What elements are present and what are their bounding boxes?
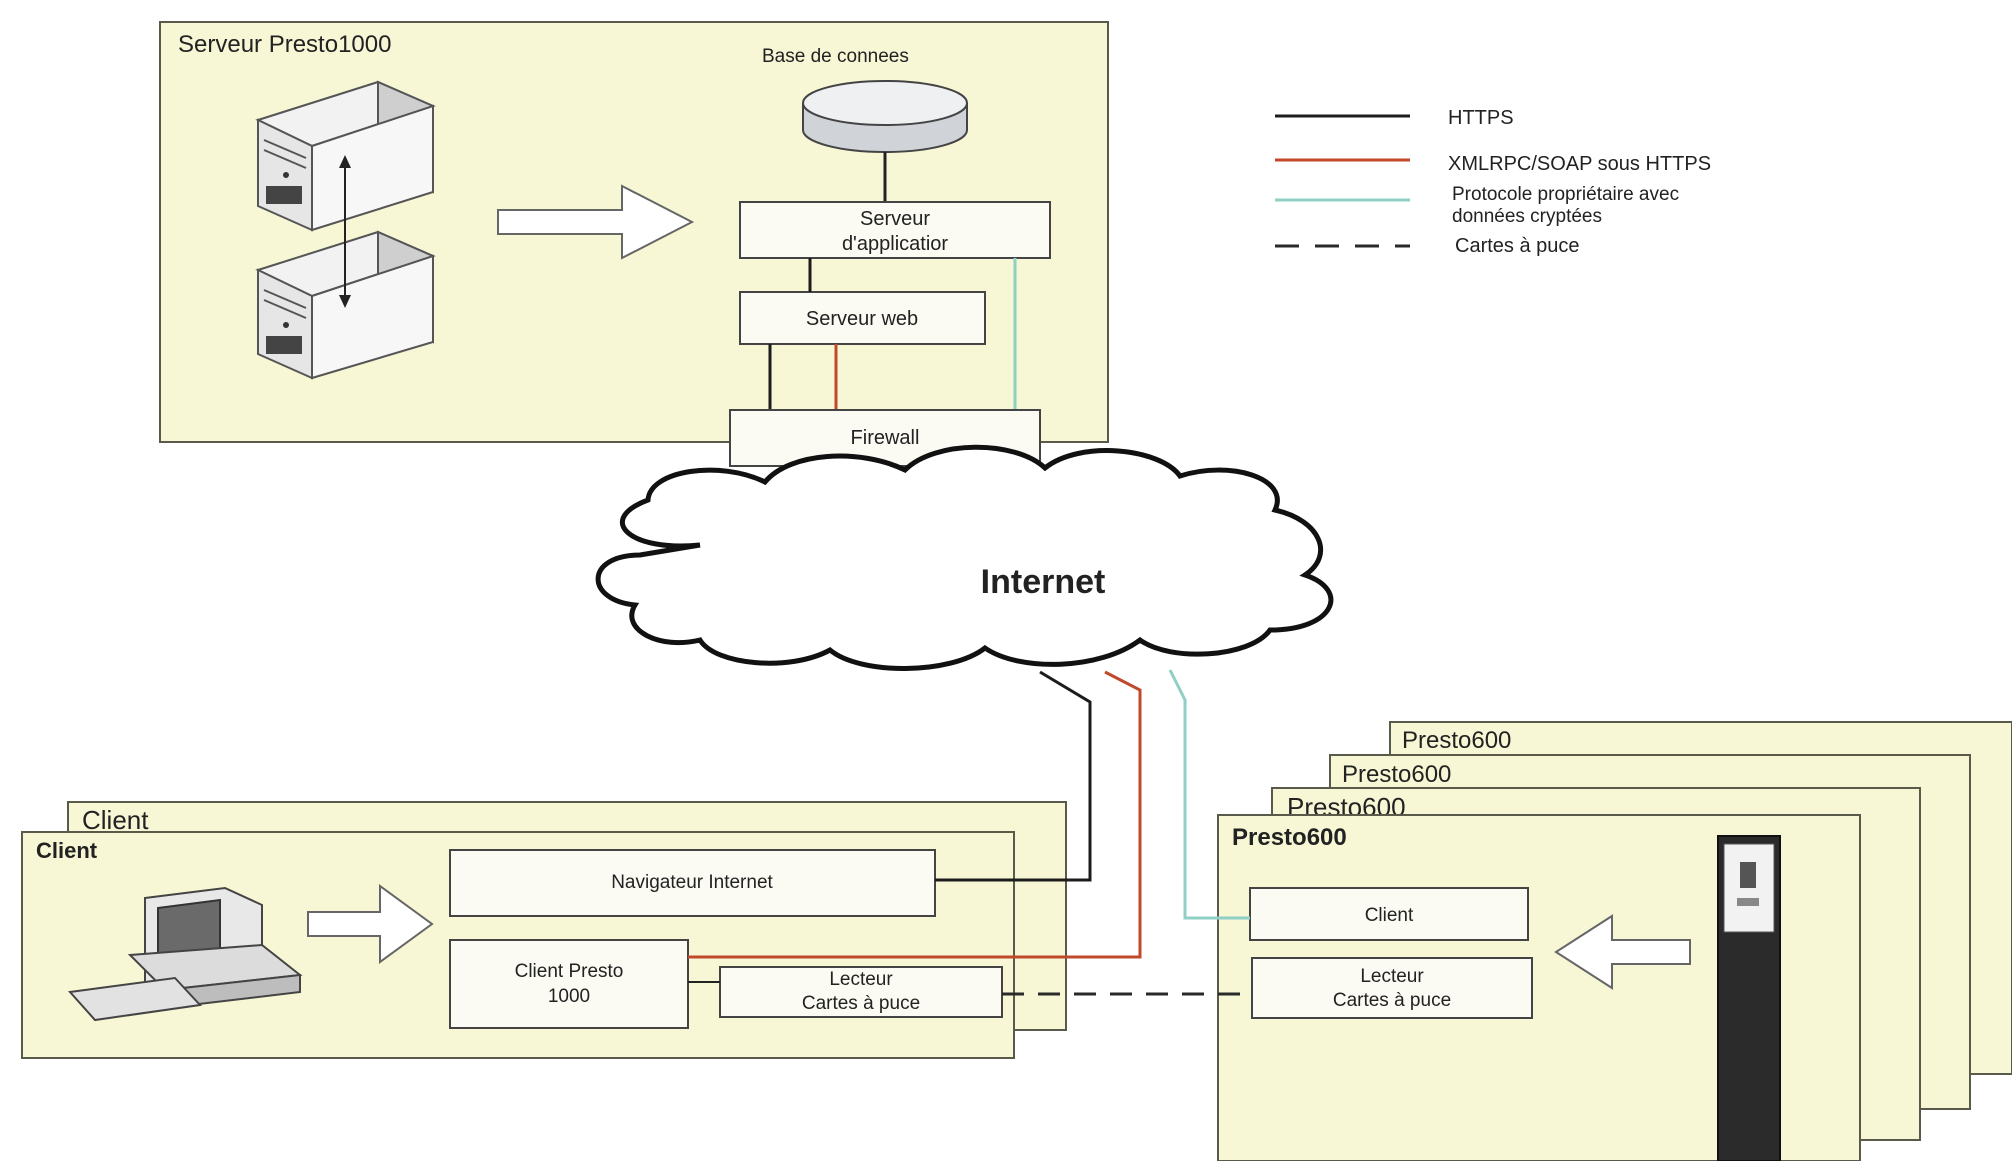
presto-client-box	[449, 939, 689, 1029]
internet-label: Internet	[981, 563, 1106, 601]
presto600-title: Presto600	[1342, 761, 1451, 788]
database-label: Base de connees	[762, 46, 909, 67]
server-tower-icon	[255, 80, 436, 232]
presto600-client-label: Client	[1365, 905, 1414, 926]
xmlrpc-connection	[688, 670, 1142, 959]
presto-client-label-line1: Client Presto	[515, 961, 624, 982]
presto600-panel: Presto600 Client Lecteur Cartes à puce	[1217, 814, 1861, 1161]
presto600-reader-label-line1: Lecteur	[1360, 966, 1424, 987]
card-reader-label-line2: Cartes à puce	[802, 993, 920, 1014]
legend-label: données cryptées	[1452, 206, 1602, 227]
client-panel: Client Navigateur Internet Client Presto…	[21, 831, 1015, 1059]
https-connection	[935, 670, 1092, 882]
database-icon	[802, 80, 968, 153]
right-arrow-icon	[307, 884, 434, 964]
server-panel-title: Serveur Presto1000	[178, 31, 391, 58]
server-tower-icon	[255, 230, 436, 380]
app-server-label-line2: d'applicatior	[842, 233, 948, 255]
legend-label: Protocole propriétaire avec	[1452, 184, 1679, 205]
app-server-box	[739, 201, 1051, 259]
presto600-title: Presto600	[1402, 727, 1511, 754]
presto600-reader-box	[1251, 957, 1533, 1019]
client-panel-title: Client	[36, 838, 98, 863]
web-server-box	[739, 291, 986, 345]
legend-label: XMLRPC/SOAP sous HTTPS	[1448, 153, 1711, 175]
card-reader-label-line1: Lecteur	[829, 969, 893, 990]
right-arrow-icon	[497, 184, 695, 260]
double-arrow-icon	[339, 155, 351, 308]
server-panel: Serveur Presto1000	[159, 21, 1109, 467]
card-reader-box	[719, 966, 1003, 1018]
firewall-label: Firewall	[851, 427, 920, 449]
terminal-device-icon	[1717, 835, 1781, 1161]
client-panel-title: Client	[82, 805, 149, 835]
proprietary-connection	[1168, 669, 1250, 920]
internet-cloud	[595, 444, 1334, 671]
computer-icon	[67, 886, 303, 1022]
legend-label: Cartes à puce	[1455, 235, 1580, 257]
web-server-label: Serveur web	[806, 308, 918, 330]
legend-label: HTTPS	[1448, 107, 1514, 129]
presto600-reader-label-line2: Cartes à puce	[1333, 990, 1451, 1011]
left-arrow-icon	[1554, 914, 1691, 990]
presto600-title: Presto600	[1232, 824, 1347, 851]
browser-box	[449, 849, 936, 917]
presto600-client-box	[1249, 887, 1529, 941]
legend: HTTPS XMLRPC/SOAP sous HTTPS Protocole p…	[1275, 107, 1711, 257]
browser-label: Navigateur Internet	[611, 872, 773, 893]
presto-client-label-line2: 1000	[548, 986, 590, 1007]
app-server-label-line1: Serveur	[860, 208, 930, 230]
